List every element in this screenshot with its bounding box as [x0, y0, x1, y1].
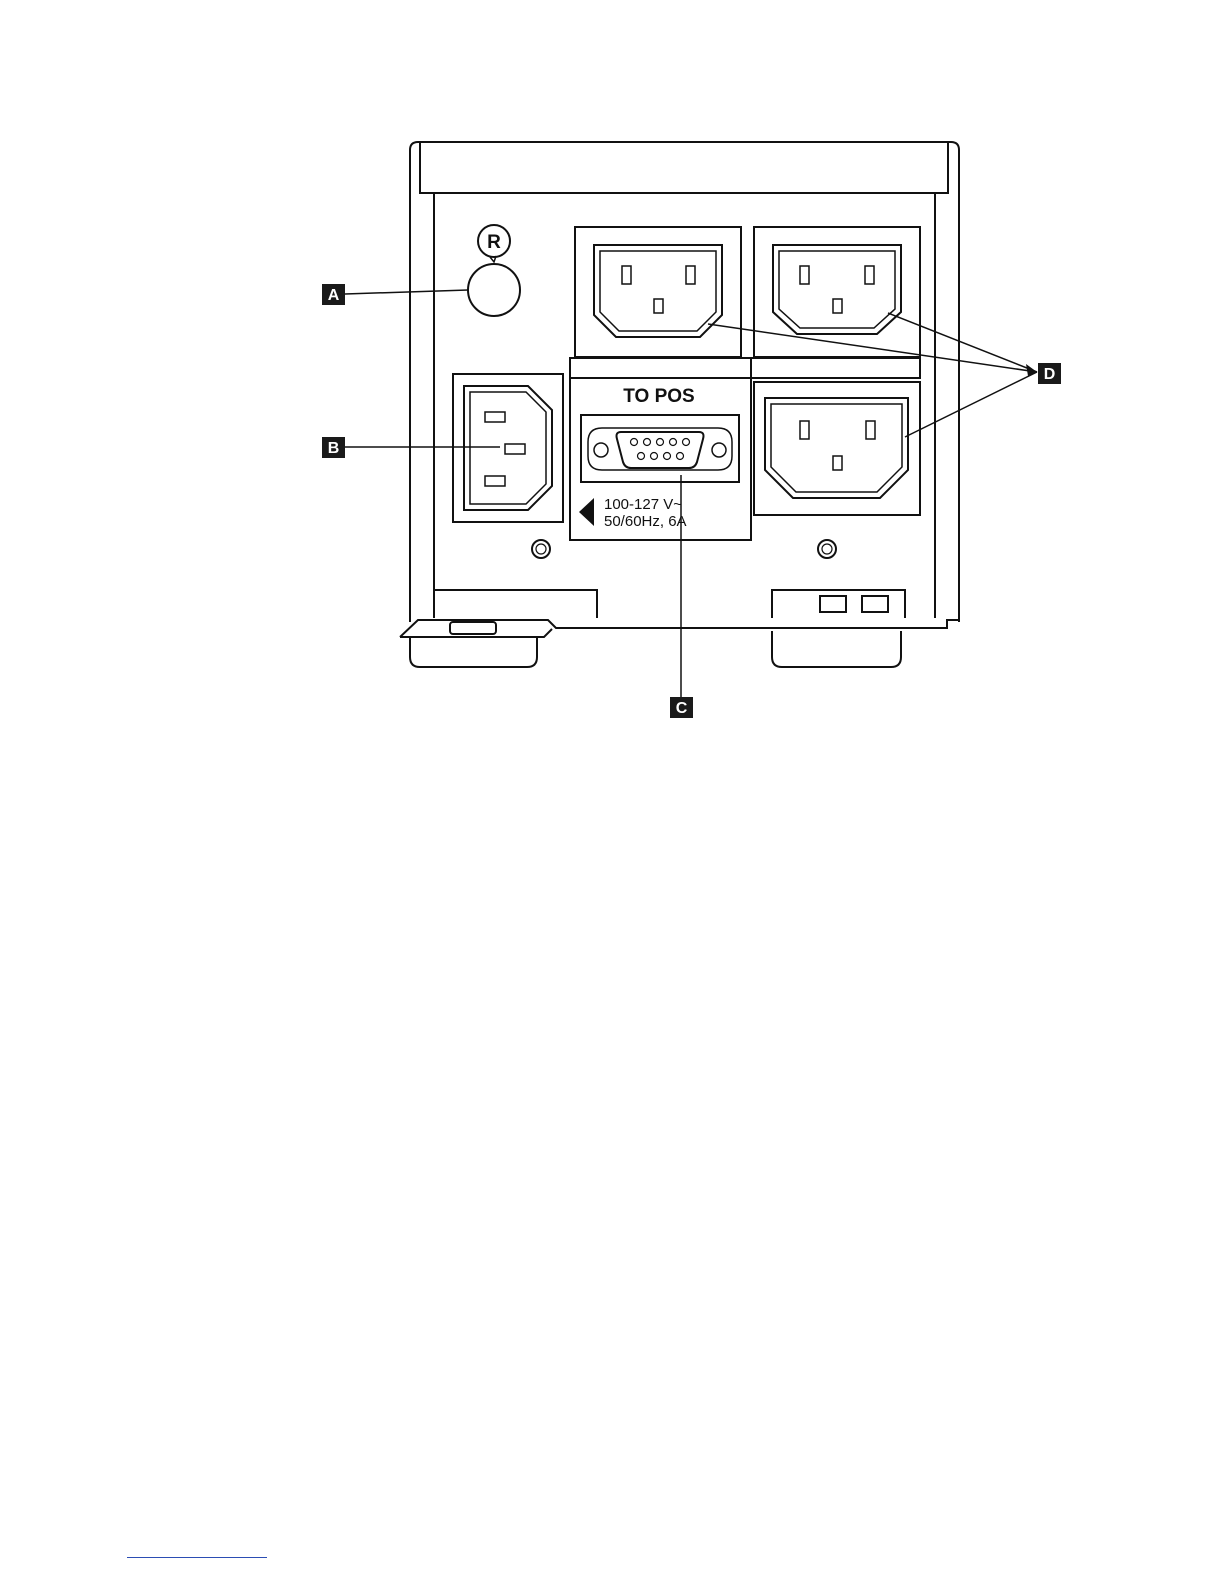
leader-arrowhead-d	[1026, 364, 1037, 376]
callout-c: C	[670, 697, 693, 718]
label-slot-1	[820, 596, 846, 612]
reset-button	[468, 264, 520, 316]
footer-rule	[127, 1557, 267, 1558]
callout-b: B	[322, 437, 345, 458]
leader-line-d1	[708, 324, 1037, 372]
callout-d: D	[1038, 363, 1061, 384]
outlet-2-inner	[779, 251, 895, 328]
panel-screw-left-inner	[536, 544, 546, 554]
outlet-1-ground	[654, 299, 663, 313]
outlet-divider-strip	[570, 358, 920, 378]
rating-arrow-icon	[579, 498, 594, 526]
label-slot-2	[862, 596, 888, 612]
callout-a: A	[322, 284, 345, 305]
frequency-current-rating: 50/60Hz, 6A	[604, 513, 687, 530]
callout-b-label: B	[328, 440, 340, 457]
left-foot	[410, 637, 537, 667]
inlet-pin-top	[485, 412, 505, 422]
screw-head	[450, 622, 496, 634]
panel-screw-right	[818, 540, 836, 558]
leader-line-d2	[888, 313, 1037, 372]
panel-screw-left	[532, 540, 550, 558]
voltage-rating: 100-127 V~	[604, 496, 682, 513]
reset-symbol-label: R	[487, 232, 501, 253]
outlet-3-ground	[833, 456, 842, 470]
outlet-1-slot-right	[686, 266, 695, 284]
base-right-bracket	[772, 590, 905, 618]
outlet-2-ground	[833, 299, 842, 313]
serial-port	[617, 432, 704, 468]
inlet-pin-bottom	[485, 476, 505, 486]
top-lip	[420, 142, 948, 193]
leader-line-d3	[905, 372, 1037, 437]
serial-screw-left	[594, 443, 608, 457]
inlet-pin-mid	[505, 444, 525, 454]
serial-pins	[631, 439, 690, 460]
callout-d-label: D	[1044, 366, 1056, 383]
callout-c-label: C	[676, 700, 688, 717]
callout-a-label: A	[328, 287, 340, 304]
outlet-1-inner	[600, 251, 716, 331]
outlet-1-slot-left	[622, 266, 631, 284]
base-left-bracket	[434, 590, 597, 618]
serial-screw-right	[712, 443, 726, 457]
serial-port-frame	[581, 415, 739, 482]
outlet-2-slot-right	[865, 266, 874, 284]
outlet-1	[594, 245, 722, 337]
panel-screw-right-inner	[822, 544, 832, 554]
serial-port-mount	[588, 428, 732, 470]
outlet-plate-3	[754, 382, 920, 515]
outlet-3-slot-left	[800, 421, 809, 439]
power-inlet-inner	[470, 392, 546, 504]
right-foot	[772, 631, 901, 667]
outlet-3-slot-right	[866, 421, 875, 439]
port-label: TO POS	[623, 386, 694, 407]
outlet-3-inner	[771, 404, 902, 492]
outlet-2-slot-left	[800, 266, 809, 284]
leader-line-a	[345, 290, 468, 294]
